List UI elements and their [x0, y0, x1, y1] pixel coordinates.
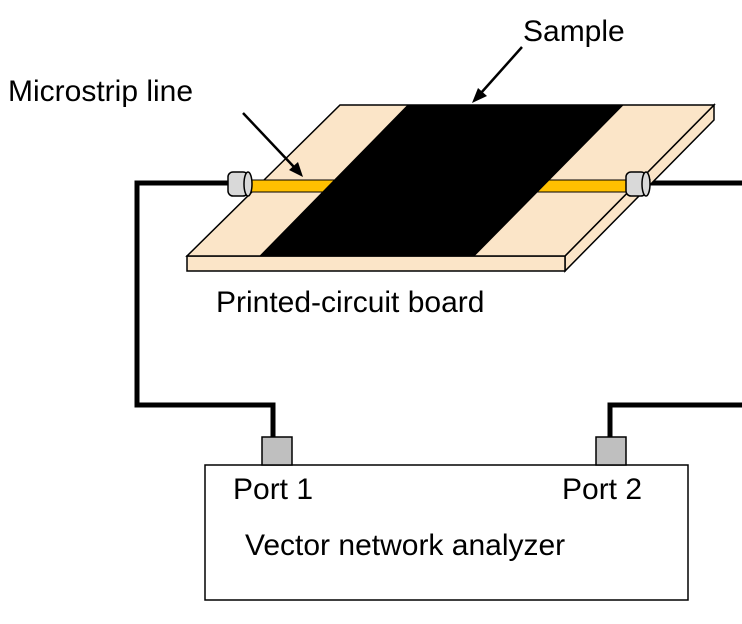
vna-label: Vector network analyzer	[245, 529, 565, 562]
board-front-edge	[186, 255, 566, 272]
sample-arrow-line	[480, 46, 523, 94]
left-cable	[134, 180, 276, 437]
left-connector	[227, 171, 253, 197]
vector-network-analyzer	[204, 436, 689, 601]
annotation-arrows	[242, 46, 523, 177]
port-2-label: Port 2	[562, 473, 642, 506]
cables	[134, 180, 742, 437]
sample-label: Sample	[523, 15, 625, 48]
pcb-label: Printed-circuit board	[216, 286, 484, 319]
sample-block	[258, 104, 625, 257]
right-connector	[625, 171, 651, 197]
port-1-connector	[261, 436, 293, 466]
port-1-label: Port 1	[233, 473, 313, 506]
microstrip-arrowhead	[289, 162, 303, 177]
sample-arrowhead	[472, 88, 487, 103]
microstrip-arrow-line	[242, 112, 295, 168]
analyzer-box	[204, 464, 689, 601]
microstrip-label: Microstrip line	[8, 75, 193, 108]
right-cable-port	[607, 402, 742, 437]
port-2-connector	[595, 436, 627, 466]
